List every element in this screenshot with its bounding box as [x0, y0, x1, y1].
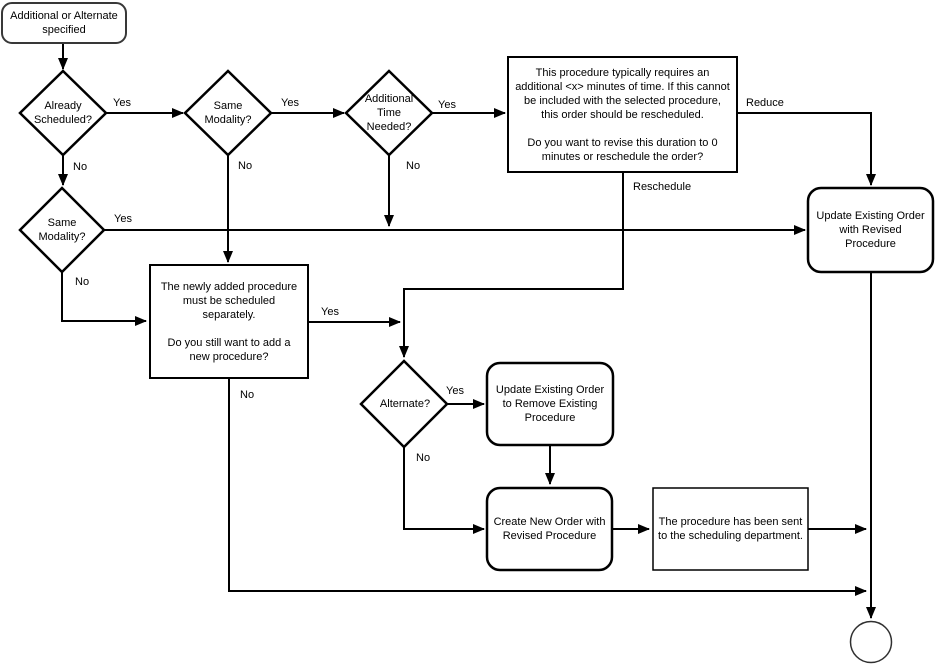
edge-modality-left-no: [61, 272, 147, 326]
edge-label-modality-top-yes: Yes: [281, 97, 299, 109]
edge-label-reschedule: Reschedule: [633, 181, 692, 193]
remove-existing-shape: [485, 361, 615, 447]
create-new-shape: [485, 486, 614, 572]
edge-label-reduce: Reduce: [746, 97, 784, 109]
newly-added-box-shape: [149, 264, 309, 379]
edge-label-alternate-no: No: [416, 452, 431, 464]
end-node-shape: [849, 620, 893, 664]
edge-label-modality-left-yes: Yes: [114, 213, 132, 225]
same-modality-left-decision-shape: [18, 186, 106, 274]
edge-label-additional-time-yes: Yes: [438, 99, 456, 111]
update-existing-shape: [806, 186, 935, 274]
edge-label-already-yes: Yes: [113, 97, 131, 109]
notice-box-shape: [507, 56, 738, 173]
alternate-label: Alternate?: [379, 398, 431, 410]
edge-reschedule: [399, 172, 624, 358]
edge-alternate-no: [403, 447, 485, 534]
already-scheduled-decision-shape: [18, 69, 108, 157]
additional-time-decision-shape: [344, 69, 434, 157]
alternate-decision-shape: [359, 359, 449, 449]
edge-label-newly-added-yes: Yes: [321, 306, 339, 318]
same-modality-top-decision-shape: [183, 69, 273, 157]
start-node-shape: [1, 2, 127, 44]
edge-reduce: [737, 112, 876, 186]
sent-box-shape: [652, 487, 809, 571]
edge-label-already-no: No: [73, 161, 88, 173]
edge-label-newly-added-no: No: [240, 389, 255, 401]
edge-label-additional-time-no: No: [406, 160, 421, 172]
edge-label-alternate-yes: Yes: [446, 385, 464, 397]
edge-label-modality-left-no: No: [75, 276, 90, 288]
edge-label-modality-top-no: No: [238, 160, 253, 172]
edge-newly-added-no: [228, 378, 867, 596]
